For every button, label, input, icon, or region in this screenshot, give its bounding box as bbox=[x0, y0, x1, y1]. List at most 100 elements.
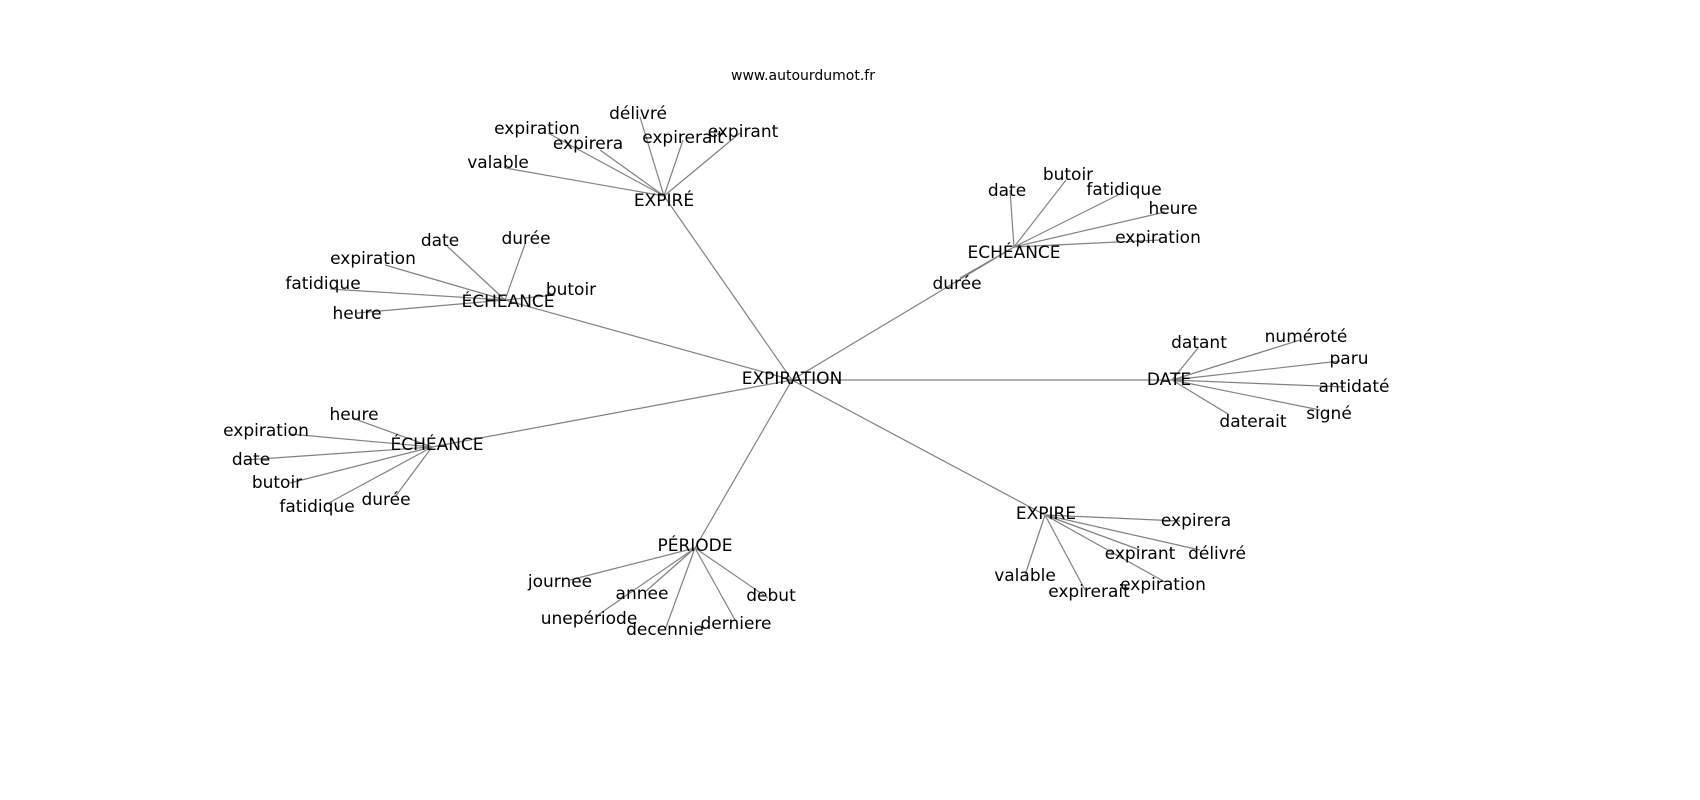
leaf-node-label[interactable]: journee bbox=[527, 572, 592, 592]
leaf-node-label[interactable]: date bbox=[421, 231, 459, 251]
labels: EXPIRATIONEXPIRÉvalableexpirationexpirer… bbox=[223, 104, 1389, 640]
edge-group-to-leaf bbox=[663, 132, 741, 197]
leaf-node-label[interactable]: paru bbox=[1330, 349, 1369, 369]
leaf-node-label[interactable]: expiration bbox=[1120, 575, 1206, 595]
edge-group-to-leaf bbox=[1044, 514, 1086, 591]
edge-hub-to-group bbox=[791, 379, 1046, 516]
leaf-node-label[interactable]: expirera bbox=[553, 134, 623, 154]
leaf-node-label[interactable]: numéroté bbox=[1265, 327, 1348, 347]
leaf-node-label[interactable]: decennie bbox=[626, 620, 704, 640]
leaf-node-label[interactable]: délivré bbox=[1188, 544, 1246, 564]
group-node-label[interactable]: PÉRIODE bbox=[657, 534, 732, 556]
edge-group-to-leaf bbox=[329, 288, 506, 301]
edge-group-to-leaf bbox=[694, 547, 736, 621]
leaf-node-label[interactable]: fatidique bbox=[1086, 180, 1161, 200]
leaf-node-label[interactable]: durée bbox=[361, 490, 410, 510]
group-node-label[interactable]: ÉCHEANCE bbox=[461, 290, 554, 312]
edge-group-to-leaf bbox=[694, 547, 769, 599]
edge-group-to-leaf bbox=[1044, 514, 1201, 551]
edge-group-to-leaf bbox=[959, 246, 1015, 279]
edge-group-to-leaf bbox=[289, 446, 433, 484]
leaf-node-label[interactable]: fatidique bbox=[285, 274, 360, 294]
edge-group-to-leaf bbox=[639, 116, 665, 197]
edge-hub-to-group bbox=[694, 379, 793, 549]
leaf-node-label[interactable]: heure bbox=[1148, 199, 1197, 219]
edge-group-to-leaf bbox=[644, 547, 696, 593]
leaf-node-label[interactable]: expiration bbox=[330, 249, 416, 269]
group-node-label[interactable]: ÉCHÉANCE bbox=[390, 433, 483, 455]
edge-hub-to-group bbox=[431, 379, 793, 448]
edge-group-to-leaf bbox=[351, 417, 433, 448]
edge-group-to-leaf bbox=[1171, 347, 1199, 381]
group-node-label[interactable]: EXPIRE bbox=[1016, 504, 1076, 524]
edge-group-to-leaf bbox=[356, 299, 506, 314]
leaf-node-label[interactable]: expiration bbox=[1115, 228, 1201, 248]
edge-group-to-leaf bbox=[1013, 179, 1067, 248]
leaf-node-label[interactable]: butoir bbox=[1043, 165, 1093, 185]
edge-group-to-leaf bbox=[384, 264, 506, 301]
leaf-node-label[interactable]: durée bbox=[501, 229, 550, 249]
site-title: www.autourdumot.fr bbox=[731, 68, 875, 84]
edge-group-to-leaf bbox=[663, 139, 684, 197]
edge-group-to-leaf bbox=[597, 547, 696, 616]
leaf-node-label[interactable]: date bbox=[232, 450, 270, 470]
edge-group-to-leaf bbox=[1013, 194, 1119, 248]
edge-group-to-leaf bbox=[1171, 379, 1346, 388]
edge-group-to-leaf bbox=[547, 132, 665, 197]
edge-group-to-leaf bbox=[1171, 360, 1341, 381]
leaf-node-label[interactable]: butoir bbox=[546, 280, 596, 300]
edge-group-to-leaf bbox=[244, 446, 433, 461]
leaf-node-label[interactable]: heure bbox=[329, 405, 378, 425]
group-node-label[interactable]: ECHÉANCE bbox=[967, 241, 1060, 263]
leaf-node-label[interactable]: expiration bbox=[223, 421, 309, 441]
leaf-node-label[interactable]: signé bbox=[1306, 404, 1352, 424]
edge-group-to-leaf bbox=[394, 446, 433, 498]
group-node-label[interactable]: EXPIRÉ bbox=[634, 189, 694, 211]
edge-hub-to-group bbox=[791, 246, 1015, 381]
leaf-node-label[interactable]: valable bbox=[994, 566, 1056, 586]
edge-group-to-leaf bbox=[289, 433, 433, 448]
group-node-label[interactable]: DATE bbox=[1147, 370, 1191, 390]
leaf-node-label[interactable]: debut bbox=[746, 586, 796, 606]
leaf-node-label[interactable]: expirerait bbox=[642, 128, 724, 148]
leaf-node-label[interactable]: expirant bbox=[1105, 544, 1176, 564]
edge-group-to-leaf bbox=[504, 243, 526, 301]
leaf-node-label[interactable]: expiration bbox=[494, 119, 580, 139]
leaf-node-label[interactable]: derniere bbox=[701, 614, 772, 634]
leaf-node-label[interactable]: délivré bbox=[609, 104, 667, 124]
edge-group-to-leaf bbox=[1024, 514, 1046, 576]
edge-group-to-leaf bbox=[1044, 514, 1141, 551]
edge-hub-to-group bbox=[663, 195, 793, 381]
leaf-node-label[interactable]: valable bbox=[467, 153, 529, 173]
leaf-node-label[interactable]: expirerait bbox=[1048, 582, 1130, 602]
edge-group-to-leaf bbox=[1013, 211, 1166, 248]
edge-group-to-leaf bbox=[1013, 239, 1161, 248]
leaf-node-label[interactable]: butoir bbox=[252, 473, 302, 493]
leaf-node-label[interactable]: expirera bbox=[1161, 511, 1231, 531]
edge-group-to-leaf bbox=[1009, 189, 1015, 248]
edge-group-to-leaf bbox=[1171, 379, 1229, 415]
edge-group-to-leaf bbox=[569, 547, 696, 581]
edge-group-to-leaf bbox=[1171, 339, 1301, 381]
edges bbox=[244, 116, 1346, 631]
edge-group-to-leaf bbox=[446, 245, 506, 301]
leaf-node-label[interactable]: daterait bbox=[1219, 412, 1286, 432]
edge-group-to-leaf bbox=[599, 149, 665, 197]
leaf-node-label[interactable]: fatidique bbox=[279, 497, 354, 517]
hub-node-label[interactable]: EXPIRATION bbox=[742, 369, 843, 389]
leaf-node-label[interactable]: durée bbox=[932, 274, 981, 294]
edge-group-to-leaf bbox=[324, 446, 433, 506]
edge-group-to-leaf bbox=[504, 294, 556, 301]
edge-group-to-leaf bbox=[504, 167, 665, 197]
leaf-node-label[interactable]: annee bbox=[616, 584, 669, 604]
leaf-node-label[interactable]: date bbox=[988, 181, 1026, 201]
leaf-node-label[interactable]: heure bbox=[332, 304, 381, 324]
edge-group-to-leaf bbox=[664, 547, 696, 631]
leaf-node-label[interactable]: expirant bbox=[708, 122, 779, 142]
edge-group-to-leaf bbox=[1044, 514, 1181, 522]
leaf-node-label[interactable]: datant bbox=[1171, 333, 1227, 353]
leaf-node-label[interactable]: antidaté bbox=[1319, 377, 1390, 397]
leaf-node-label[interactable]: unepériode bbox=[541, 609, 638, 629]
